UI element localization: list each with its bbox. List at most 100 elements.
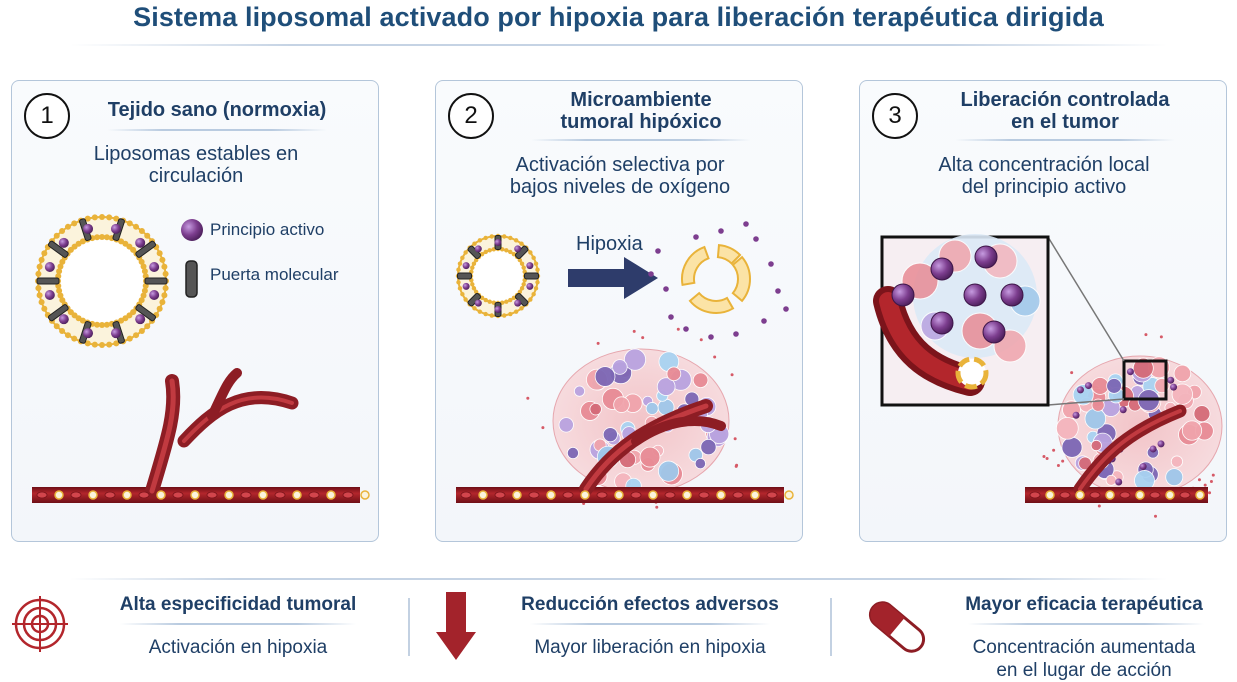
molecular-gate <box>144 277 168 285</box>
drug-particle <box>1115 478 1123 486</box>
molecular-gate <box>135 240 157 258</box>
panel-subtitle-line2: circulación <box>148 165 244 187</box>
drug-particle <box>753 236 759 242</box>
drug-particle <box>1072 411 1080 419</box>
molecular-gate <box>47 304 69 322</box>
drug-particle <box>514 245 522 253</box>
benefit-subtitle: Mayor liberación en hipoxia <box>534 637 766 658</box>
drug-particle <box>514 299 522 307</box>
panel-healthy-tissue: 1 Tejido sano (normoxia) Liposomas estab… <box>11 80 379 542</box>
down-arrow-icon <box>436 592 476 660</box>
page-title: Sistema liposomal activado por hipoxia p… <box>133 2 1104 32</box>
drug-particle <box>733 331 739 337</box>
drug-particle <box>110 328 121 339</box>
molecular-gate <box>47 240 69 258</box>
legend-label-gate: Puerta molecular <box>210 265 339 284</box>
drug-particle <box>135 314 146 325</box>
drug-particle <box>44 262 55 273</box>
drug-particle <box>1170 383 1178 391</box>
benefit-subtitle: Activación en hipoxia <box>148 637 328 658</box>
hypoxia-arrow <box>568 257 658 299</box>
released-drug-particles <box>891 245 1024 344</box>
drug-particle <box>474 299 482 307</box>
molecular-gate <box>457 272 472 280</box>
drug-particle <box>58 314 69 325</box>
drug-particle <box>526 282 534 290</box>
drug-particle <box>58 237 69 248</box>
panel-controlled-release: 3 Liberación controlada en el tumor Alta… <box>859 80 1227 542</box>
panel-hypoxic-tumor: 2 Microambiente tumoral hipóxico Activac… <box>435 80 803 542</box>
drug-particle <box>963 283 987 307</box>
circulating-liposome <box>750 490 760 500</box>
panel-title-line2: en el tumor <box>1011 111 1119 133</box>
hypoxia-label: Hipoxia <box>576 233 643 255</box>
hypoxic-tumor-illustration <box>455 221 794 509</box>
circulating-liposome <box>546 490 556 500</box>
circulating-liposome <box>292 490 302 500</box>
circulating-liposome <box>1135 490 1145 500</box>
panel-title-divider <box>107 129 327 131</box>
panel-subtitle-line1: Liposomas estables en <box>93 143 299 165</box>
blood-vessel <box>32 368 370 503</box>
released-drug-particles <box>648 221 789 340</box>
healthy-tissue-illustration <box>32 214 370 503</box>
step-number-3: 3 <box>872 93 918 139</box>
circulating-liposome <box>88 490 98 500</box>
circulating-liposome <box>648 490 658 500</box>
drug-particle <box>1149 445 1157 453</box>
circulating-liposome <box>122 490 132 500</box>
benefit-title: Alta especificidad tumoral <box>119 594 357 615</box>
drug-particle <box>149 262 160 273</box>
circulating-liposome <box>784 490 794 500</box>
intact-liposome <box>455 233 541 319</box>
benefit-divider <box>120 623 356 625</box>
step-number-1: 1 <box>24 93 70 139</box>
drug-particle <box>462 282 470 290</box>
circulating-liposome <box>156 490 166 500</box>
panel-title-line1: Microambiente <box>570 89 712 111</box>
circulating-liposome <box>258 490 268 500</box>
circulating-liposome <box>190 490 200 500</box>
target-icon <box>12 596 68 652</box>
drug-particle <box>149 289 160 300</box>
drug-particle <box>930 257 954 281</box>
drug-particle <box>693 234 699 240</box>
panel-subtitle-line2: del principio activo <box>961 176 1127 198</box>
molecular-gate <box>524 272 539 280</box>
blood-vessel <box>456 399 794 503</box>
molecular-gate-icon <box>185 260 198 298</box>
panel-title-line1: Liberación controlada <box>960 89 1170 111</box>
drug-particle <box>135 237 146 248</box>
drug-particle <box>1157 440 1165 448</box>
drug-particle <box>891 283 915 307</box>
title-divider <box>70 44 1167 46</box>
drug-particle <box>494 306 502 313</box>
benefit-separator <box>830 598 832 656</box>
circulating-liposome <box>512 490 522 500</box>
drug-particle <box>663 286 669 292</box>
circulating-liposome <box>1075 490 1085 500</box>
drug-particle <box>768 261 774 267</box>
drug-particle <box>1000 283 1024 307</box>
benefits-divider <box>70 578 1167 580</box>
circulating-liposome <box>682 490 692 500</box>
drug-particle <box>668 314 674 320</box>
benefit-title: Mayor eficacia terapéutica <box>965 594 1203 615</box>
zoom-region <box>1122 359 1168 401</box>
drug-particle <box>655 248 661 254</box>
drug-particle <box>718 228 724 234</box>
drug-particle <box>761 318 767 324</box>
vessel-liposomes <box>36 490 370 500</box>
drug-particle <box>783 306 789 312</box>
drug-particle <box>1076 386 1084 394</box>
drug-particle <box>83 328 94 339</box>
circulating-liposome <box>580 490 590 500</box>
drug-particle <box>494 239 502 246</box>
circulating-liposome <box>326 490 336 500</box>
benefit-divider <box>530 623 770 625</box>
drug-particle <box>982 320 1006 344</box>
circulating-liposome <box>54 490 64 500</box>
benefit-title: Reducción efectos adversos <box>521 594 779 615</box>
circulating-liposome <box>1195 490 1205 500</box>
drug-particle <box>526 262 534 270</box>
